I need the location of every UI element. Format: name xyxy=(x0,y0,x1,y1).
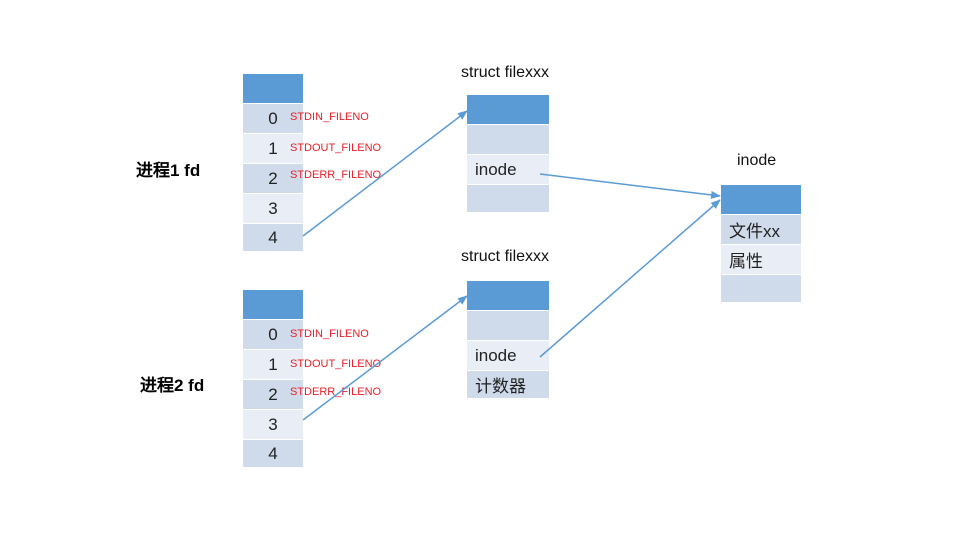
arrow-p1fd4-to-file1 xyxy=(302,110,468,237)
inode-attr-row: 属性 xyxy=(721,245,801,275)
file2-row-0 xyxy=(467,311,549,341)
process2-fd-4: 4 xyxy=(243,440,303,468)
inode-row-2 xyxy=(721,275,801,303)
process2-fd-1: 1 xyxy=(243,350,303,380)
file2-counter-row: 计数器 xyxy=(467,371,549,399)
process1-fd-3: 3 xyxy=(243,194,303,224)
file1-inode-row: inode xyxy=(467,155,549,185)
arrow-file2-inode-to-inode xyxy=(539,199,721,358)
arrow-file1-inode-to-inode xyxy=(539,173,721,199)
file2-inode-row: inode xyxy=(467,341,549,371)
process1-fd-4: 4 xyxy=(243,224,303,252)
inode-header xyxy=(721,185,801,215)
process2-stderr-label: STDERR_FILENO xyxy=(290,386,382,398)
process1-stdin-label: STDIN_FILENO xyxy=(290,111,369,123)
inode-file-row: 文件xx xyxy=(721,215,801,245)
process1-fd-2: 2 xyxy=(243,164,303,194)
inode-title: inode xyxy=(737,152,777,169)
arrow-p2fd3-to-file2 xyxy=(302,295,468,421)
process2-label: 进程2 fd xyxy=(140,376,205,395)
process1-stdout-label: STDOUT_FILENO xyxy=(290,142,382,154)
process1-stderr-label: STDERR_FILENO xyxy=(290,169,382,181)
file2-title: struct filexxx xyxy=(461,248,550,265)
process2-fd-2: 2 xyxy=(243,380,303,410)
process2-fd-0: 0 xyxy=(243,320,303,350)
process1-label: 进程1 fd xyxy=(136,161,201,180)
process2-fd-3: 3 xyxy=(243,410,303,440)
process2-stdout-label: STDOUT_FILENO xyxy=(290,358,382,370)
process1-fd-0: 0 xyxy=(243,104,303,134)
process1-fd-1: 1 xyxy=(243,134,303,164)
file1-row-2 xyxy=(467,185,549,213)
file1-row-0 xyxy=(467,125,549,155)
process1-table-header xyxy=(243,74,303,104)
file1-title: struct filexxx xyxy=(461,64,550,81)
process2-table-header xyxy=(243,290,303,320)
file2-header xyxy=(467,281,549,311)
file1-header xyxy=(467,95,549,125)
process2-stdin-label: STDIN_FILENO xyxy=(290,328,369,340)
